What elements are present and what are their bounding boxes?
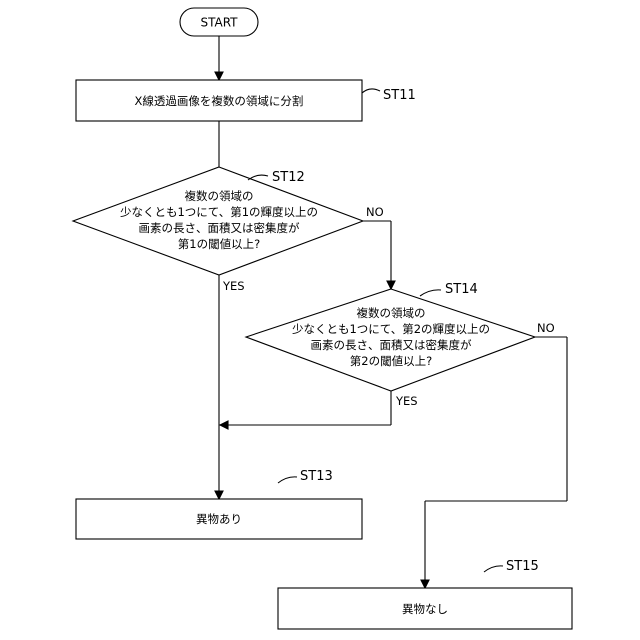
decision-text-st14-line2: 少なくとも1つにて、第2の輝度以上の	[292, 322, 490, 336]
arrowhead-st14	[387, 281, 395, 289]
step-label-st15: ST15	[506, 559, 539, 574]
step-leader-st15	[484, 566, 503, 572]
decision-text-st12-line2: 少なくとも1つにて、第1の輝度以上の	[120, 205, 318, 219]
st12-yes-label: YES	[222, 279, 245, 293]
process-text-st13: 異物あり	[196, 512, 242, 526]
process-text-st15: 異物なし	[402, 602, 448, 616]
step-leader-st13	[278, 477, 297, 483]
arrowhead-st11	[215, 72, 223, 80]
arrowhead-st13	[215, 491, 223, 499]
st14-yes-label: YES	[395, 394, 418, 408]
st14-no-label: NO	[537, 321, 555, 335]
decision-text-st12-line1: 複数の領域の	[185, 189, 254, 203]
arrowhead-st15	[421, 580, 429, 588]
step-leader-st11	[362, 89, 380, 93]
decision-text-st14-line1: 複数の領域の	[357, 306, 426, 320]
process-text-st11: X線透過画像を複数の領域に分割	[135, 94, 304, 108]
step-label-st14: ST14	[445, 282, 478, 297]
step-label-st13: ST13	[300, 469, 333, 484]
step-label-st12: ST12	[272, 170, 305, 185]
start-label: START	[200, 16, 238, 30]
arrowhead-merge	[220, 421, 228, 429]
decision-text-st12-line4: 第1の閾値以上?	[178, 237, 260, 251]
decision-text-st14-line4: 第2の閾値以上?	[350, 354, 432, 368]
decision-text-st14-line3: 画素の長さ、面積又は密集度が	[311, 338, 472, 352]
decision-text-st12-line3: 画素の長さ、面積又は密集度が	[139, 221, 300, 235]
step-label-st11: ST11	[383, 88, 416, 103]
step-leader-st14	[420, 290, 441, 296]
st12-no-label: NO	[366, 205, 384, 219]
